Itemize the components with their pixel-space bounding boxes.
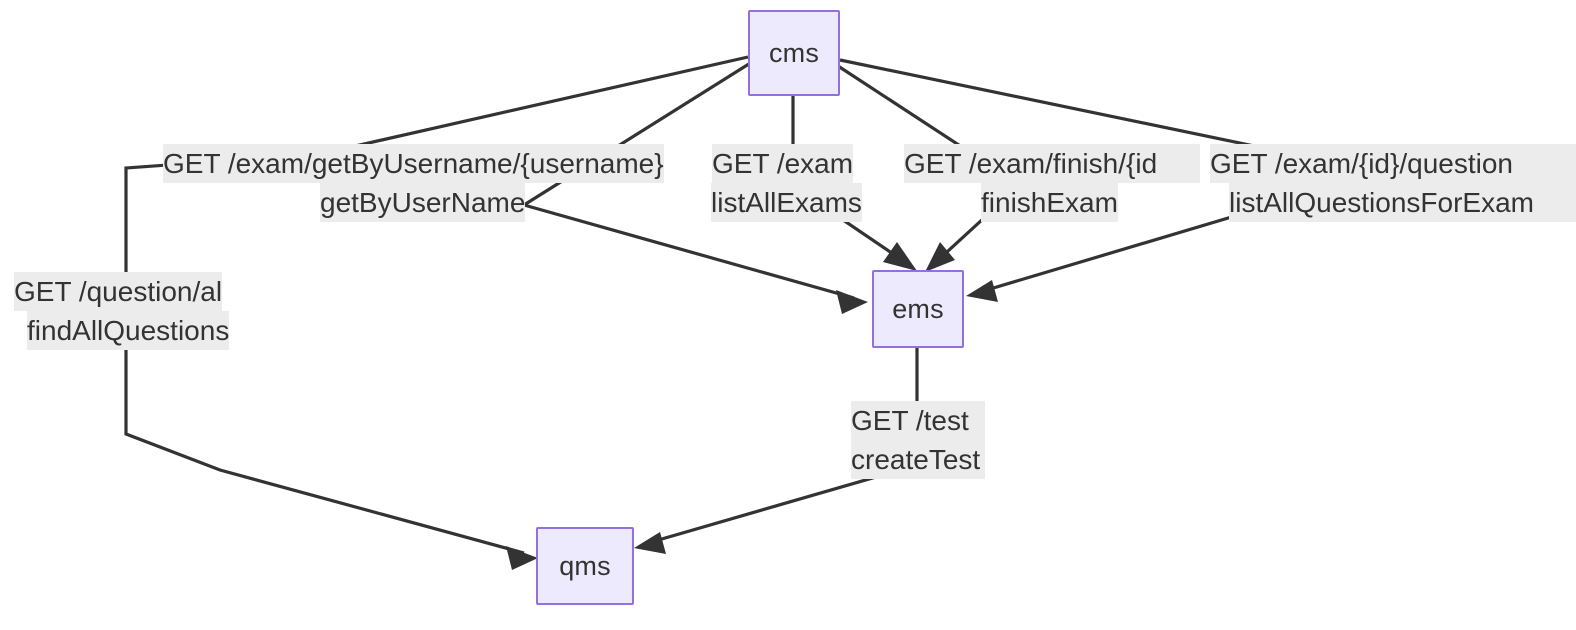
edge-label-finishExam-operation: finishExam xyxy=(981,183,1118,222)
edge-label-listAllExams-operation: listAllExams xyxy=(711,183,862,222)
edge-label-createTest-path: GET /test xyxy=(851,401,985,440)
node-cms-label: cms xyxy=(768,37,820,68)
edge-label-findAllQuestions-operation: findAllQuestions xyxy=(27,311,230,350)
edge-label-listAllQuestionsForExam-operation: listAllQuestionsForExam xyxy=(1229,183,1576,222)
edge-label-listAllExams-path: GET /exam xyxy=(712,144,854,183)
node-ems-label: ems xyxy=(892,293,944,324)
node-qms-label: qms xyxy=(559,550,611,581)
edge-label-getByUserName-path: GET /exam/getByUsername/{username} xyxy=(163,144,664,183)
node-qms[interactable]: qms xyxy=(536,527,634,605)
edge-label-getByUserName-operation: getByUserName xyxy=(320,183,526,222)
edge-label-findAllQuestions-path: GET /question/al xyxy=(14,272,223,311)
node-ems[interactable]: ems xyxy=(872,270,964,348)
edge-label-finishExam-path: GET /exam/finish/{id xyxy=(904,144,1200,183)
edge-label-createTest-operation: createTest xyxy=(851,440,985,479)
node-cms[interactable]: cms xyxy=(748,10,840,96)
edge-label-listAllQuestionsForExam-path: GET /exam/{id}/question xyxy=(1210,144,1576,183)
